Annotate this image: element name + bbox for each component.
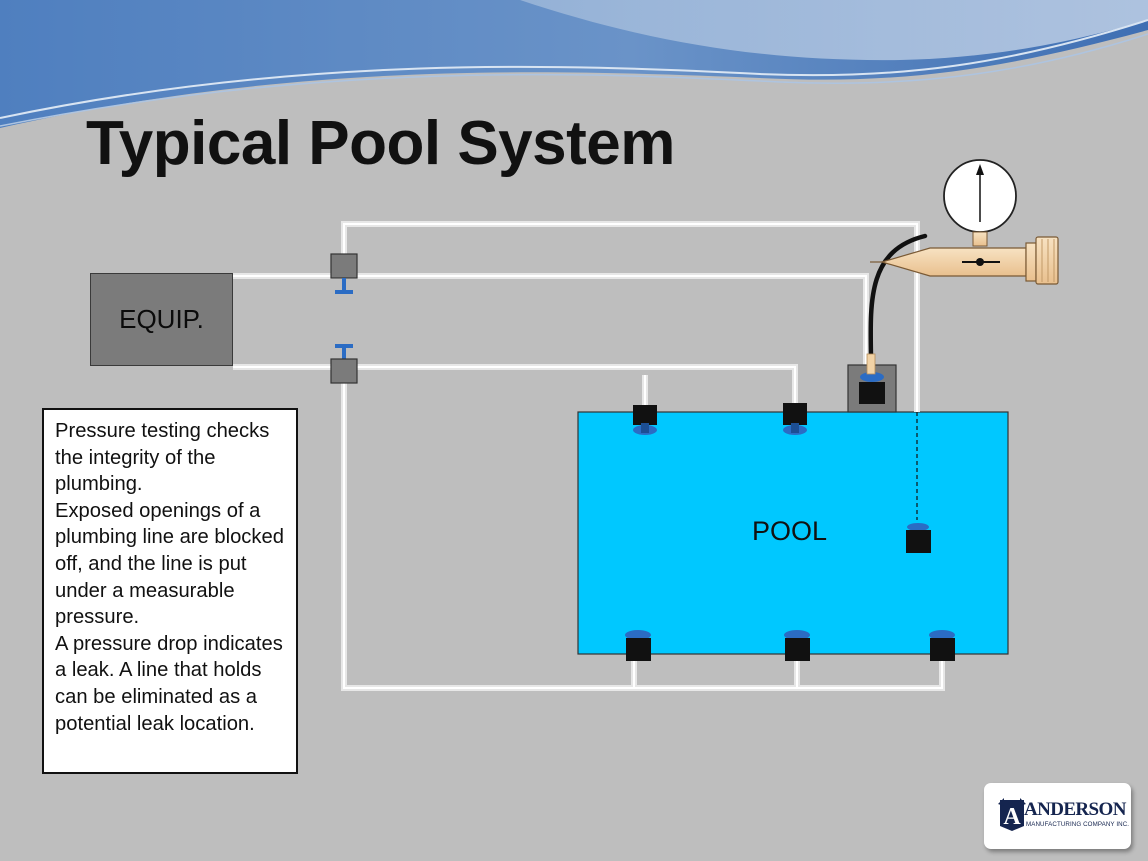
note-paragraph: Exposed openings of a plumbing line are … <box>55 499 284 629</box>
test-plug-top-left <box>633 405 657 435</box>
test-plug-top-middle <box>783 403 807 435</box>
note-paragraph: Pressure testing checks the integrity of… <box>55 420 270 496</box>
test-hose <box>868 233 928 361</box>
logo-name: ANDERSON <box>1024 799 1126 820</box>
bottom-valve <box>330 344 358 384</box>
pool-label: POOL <box>752 516 828 546</box>
test-plug-bottom-right <box>929 630 955 661</box>
note-paragraph: A pressure drop indicates a leak. A line… <box>55 632 283 735</box>
explanation-note: Pressure testing checks the integrity of… <box>42 408 298 774</box>
pressure-gauge-icon <box>870 159 1059 285</box>
anderson-logo: A ANDERSON MANUFACTURING COMPANY INC. <box>984 783 1131 849</box>
slide-title: Typical Pool System <box>86 109 675 178</box>
top-valve <box>330 253 358 294</box>
test-plug-inlet <box>906 523 931 553</box>
equipment-label: EQUIP. <box>119 304 204 334</box>
header-wave <box>0 0 1148 128</box>
pool-basin <box>577 411 1009 655</box>
logo-subtitle: MANUFACTURING COMPANY INC. <box>1026 821 1130 828</box>
test-plug-skimmer <box>859 372 885 404</box>
test-plug-bottom-left <box>625 630 651 661</box>
plumbing-lines <box>233 221 945 691</box>
test-plug-bottom-middle <box>784 630 810 661</box>
logo-letter: A <box>1003 804 1021 830</box>
logo-emblem-icon: A <box>998 798 1026 831</box>
equipment-box: EQUIP. <box>90 273 233 366</box>
